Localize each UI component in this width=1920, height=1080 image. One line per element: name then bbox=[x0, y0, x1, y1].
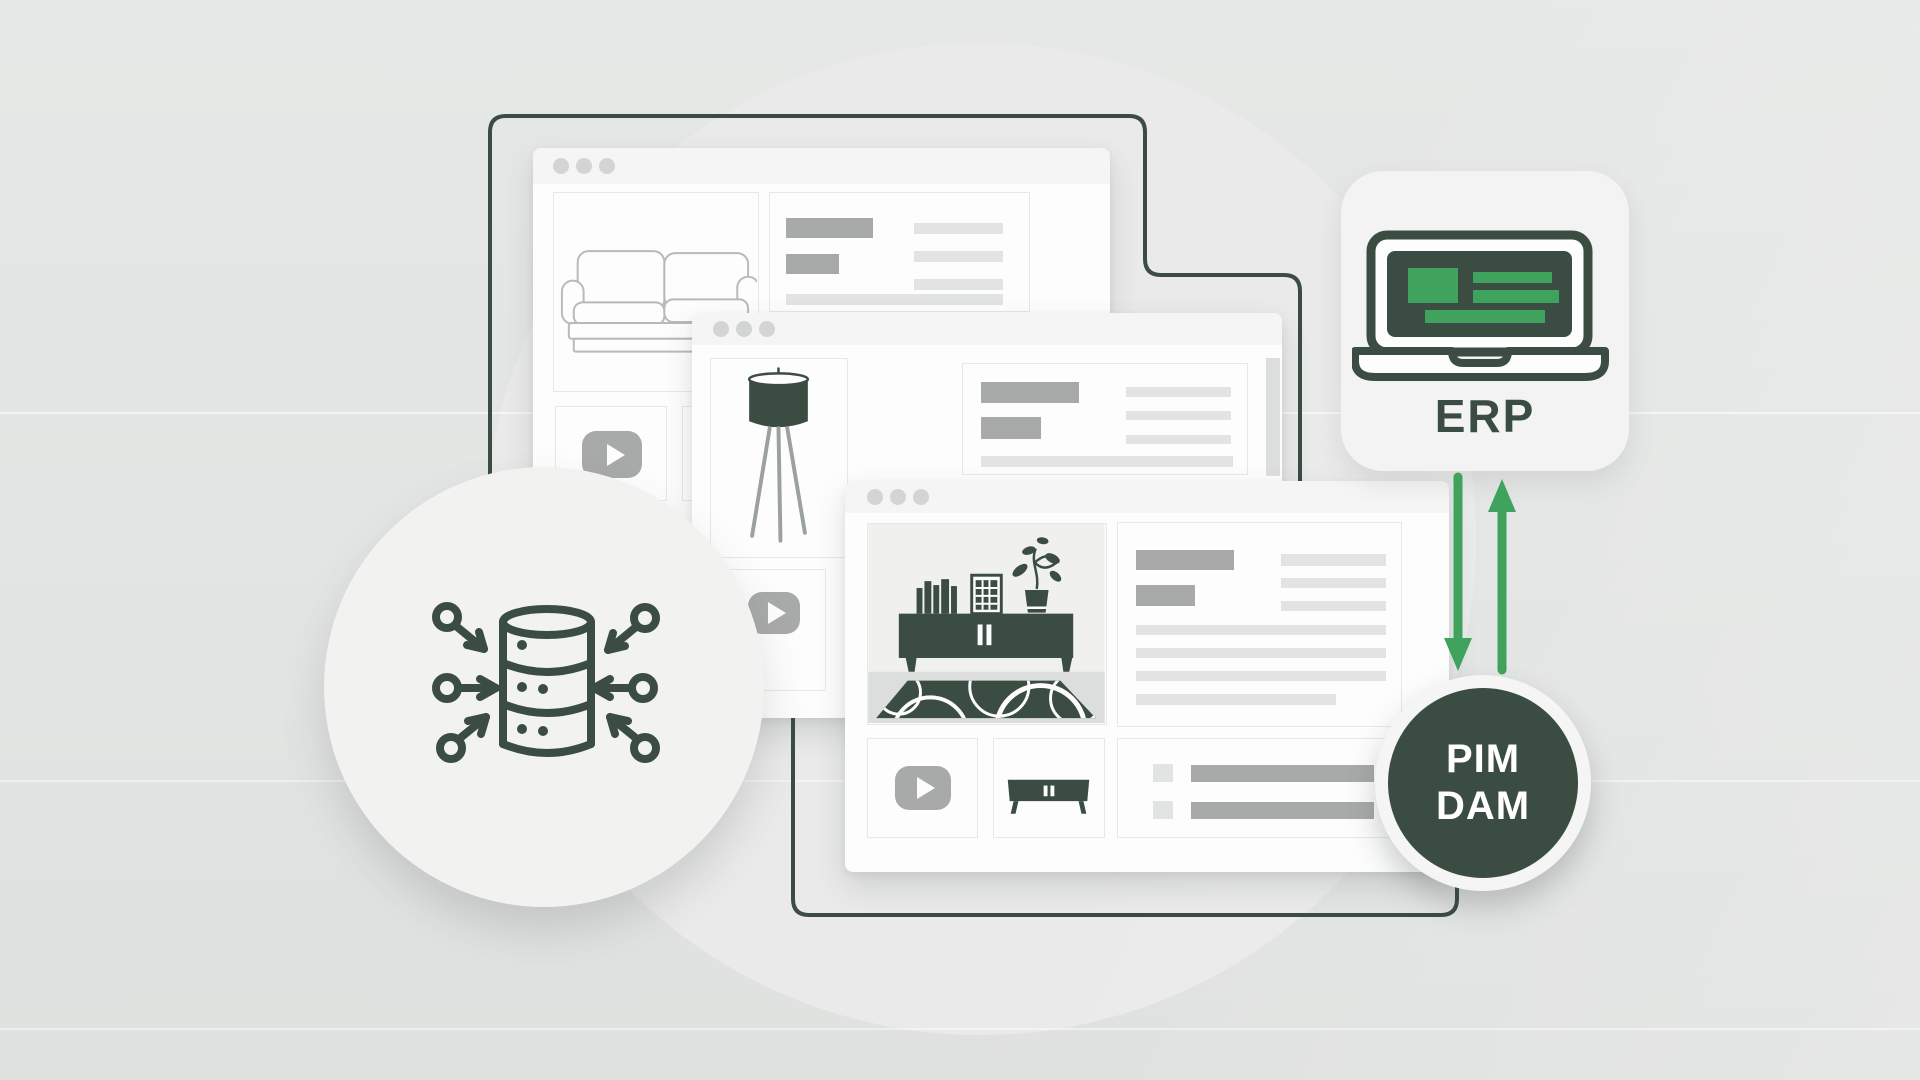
traffic-light-dot bbox=[713, 321, 729, 337]
placeholder-line bbox=[981, 456, 1233, 467]
list-item-bar bbox=[1191, 802, 1374, 819]
video-play-icon bbox=[895, 766, 951, 810]
placeholder-price-bar bbox=[1136, 585, 1195, 606]
product-text-panel bbox=[769, 192, 1030, 312]
browser-window-sideboard bbox=[845, 481, 1449, 872]
placeholder-line bbox=[1136, 694, 1336, 705]
sync-arrows bbox=[1444, 472, 1516, 675]
database-sync-icon bbox=[432, 602, 660, 763]
placeholder-title-bar bbox=[1136, 550, 1234, 570]
spec-list-card bbox=[1117, 738, 1402, 838]
product-text-panel bbox=[1117, 522, 1402, 727]
video-play-icon bbox=[748, 592, 800, 634]
placeholder-line bbox=[1126, 387, 1231, 397]
traffic-light-dot bbox=[553, 158, 569, 174]
placeholder-line bbox=[914, 279, 1003, 290]
thumbnail-card bbox=[993, 738, 1105, 838]
connector-path-top bbox=[488, 114, 1302, 600]
potted-plant bbox=[1012, 537, 1062, 613]
placeholder-title-bar bbox=[981, 382, 1079, 403]
erp-card: ERP bbox=[1341, 171, 1629, 471]
checkbox-placeholder bbox=[1153, 764, 1173, 782]
placeholder-line bbox=[1136, 625, 1386, 635]
video-play-icon bbox=[582, 431, 642, 478]
sideboard bbox=[898, 579, 1074, 672]
window-titlebar bbox=[845, 481, 1449, 513]
placeholder-line bbox=[1126, 411, 1231, 420]
list-item-bar bbox=[1191, 765, 1374, 782]
dam-label: DAM bbox=[1435, 784, 1531, 828]
traffic-light-dot bbox=[867, 489, 883, 505]
traffic-light-dot bbox=[890, 489, 906, 505]
placeholder-line bbox=[1281, 578, 1386, 588]
tripod-lamp-illustration bbox=[747, 367, 810, 543]
placeholder-price-bar bbox=[981, 417, 1041, 439]
sideboard-scene-illustration bbox=[868, 524, 1105, 723]
video-thumbnail-card bbox=[867, 738, 978, 838]
placeholder-title-bar bbox=[786, 218, 873, 238]
traffic-light-dot bbox=[736, 321, 752, 337]
placeholder-line bbox=[914, 223, 1003, 234]
sofa-illustration bbox=[560, 250, 757, 353]
placeholder-line bbox=[914, 251, 1003, 262]
placeholder-line bbox=[786, 294, 1003, 305]
background-seam-line bbox=[0, 1028, 1920, 1030]
product-image-panel bbox=[867, 523, 1107, 725]
pim-dam-badge: PIM DAM bbox=[1375, 675, 1591, 891]
placeholder-line bbox=[1126, 435, 1231, 444]
laptop-icon bbox=[1352, 230, 1609, 381]
traffic-light-dot bbox=[759, 321, 775, 337]
checkbox-placeholder bbox=[1153, 801, 1173, 819]
rug bbox=[876, 680, 1096, 719]
traffic-light-dot bbox=[913, 489, 929, 505]
placeholder-line bbox=[1281, 601, 1386, 611]
window-titlebar bbox=[692, 313, 1282, 345]
product-image-panel bbox=[710, 358, 848, 558]
pim-label: PIM bbox=[1445, 737, 1521, 781]
erp-label: ERP bbox=[1434, 390, 1536, 442]
pim-dam-circle: PIM DAM bbox=[1388, 688, 1578, 878]
traffic-light-dot bbox=[576, 158, 592, 174]
placeholder-line bbox=[1136, 671, 1386, 681]
clipped-card-edge bbox=[1266, 358, 1280, 476]
window-titlebar bbox=[533, 148, 1110, 184]
placeholder-price-bar bbox=[786, 254, 839, 274]
connector-path-bottom bbox=[791, 700, 1459, 917]
placeholder-line bbox=[1136, 648, 1386, 658]
placeholder-line bbox=[1281, 554, 1386, 566]
traffic-light-dot bbox=[599, 158, 615, 174]
tv-stand-icon bbox=[1007, 779, 1090, 814]
picture-frame bbox=[970, 573, 1003, 616]
product-text-panel bbox=[962, 363, 1248, 475]
